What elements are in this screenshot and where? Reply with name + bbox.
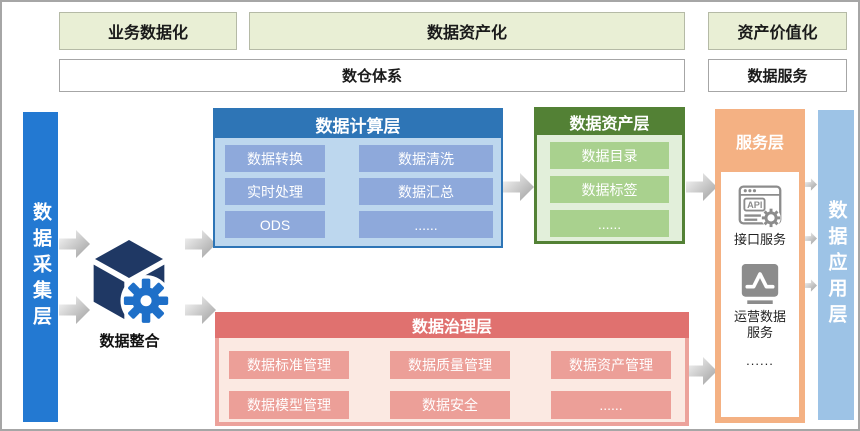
system-box-data-warehouse: 数仓体系 [59,59,685,92]
arrow-right-icon [803,279,817,292]
compute-item: 数据汇总 [359,178,493,205]
layer-title: 数据计算层 [215,110,501,138]
data-collection-layer-bar: 数据采集层 [23,112,58,422]
governance-item: 数据资产管理 [551,351,671,379]
integration-label: 数据整合 [99,333,160,350]
arrow-right-icon [185,230,216,258]
service-items: API 接口服务 [721,172,799,417]
bar-label: 数据采集层 [30,202,51,332]
governance-items: 数据标准管理 数据质量管理 数据资产管理 数据模型管理 数据安全 ...... [219,338,685,422]
api-badge: API [747,200,762,210]
data-governance-layer-box: 数据治理层 数据标准管理 数据质量管理 数据资产管理 数据模型管理 数据安全 .… [215,312,689,426]
arrow-right-icon [686,357,717,385]
stage-label: 数据资产化 [426,25,507,42]
system-box-data-service: 数据服务 [708,59,847,92]
bar-label: 数据应用层 [825,200,847,330]
asset-item: ...... [550,210,669,237]
data-asset-layer-box: 数据资产层 数据目录 数据标签 ...... [534,107,685,244]
governance-item: 数据标准管理 [229,351,349,379]
governance-item: 数据安全 [390,391,510,419]
asset-items: 数据目录 数据标签 ...... [537,134,682,237]
governance-item: ...... [551,391,671,419]
arrow-right-icon [59,230,90,258]
system-label: 数据服务 [747,68,808,85]
stage-label: 业务数据化 [107,25,188,42]
data-application-layer-bar: 数据应用层 [818,110,854,420]
service-item-label: 接口服务 [733,232,786,247]
governance-item: 数据模型管理 [229,391,349,419]
service-more-label: ...... [746,353,774,368]
arrow-right-icon [803,178,817,191]
layer-title: 数据资产层 [536,109,683,135]
arrow-right-icon [686,173,717,201]
governance-item: 数据质量管理 [390,351,510,379]
stage-box-asset-valuization: 资产价值化 [708,12,847,50]
gear-icon [123,278,169,323]
cube-icon [91,237,172,327]
service-item-label: 运营数据服务 [733,309,786,340]
arrow-right-icon [503,173,534,201]
arrow-right-icon [185,296,216,324]
compute-item: ...... [359,211,493,238]
arrow-right-icon [803,232,817,245]
data-compute-layer-box: 数据计算层 数据转换 数据清洗 实时处理 数据汇总 ODS ...... [213,108,503,248]
service-layer-box: 服务层 API [715,109,805,423]
stage-box-data-assetization: 数据资产化 [249,12,685,50]
asset-item: 数据目录 [550,142,669,169]
layer-title: 数据治理层 [215,312,689,338]
compute-items: 数据转换 数据清洗 实时处理 数据汇总 ODS ...... [215,138,501,238]
compute-item: 数据转换 [225,145,325,172]
layer-title: 服务层 [735,134,784,152]
stage-label: 资产价值化 [737,25,818,42]
compute-item: ODS [225,211,325,238]
asset-item: 数据标签 [550,176,669,203]
system-label: 数仓体系 [341,68,402,85]
api-icon: API [738,185,782,228]
stage-box-business-digitization: 业务数据化 [59,12,237,50]
compute-item: 数据清洗 [359,145,493,172]
gear-icon [761,208,781,228]
chart-icon [741,264,779,304]
compute-item: 实时处理 [225,178,325,205]
arrow-right-icon [59,296,90,324]
